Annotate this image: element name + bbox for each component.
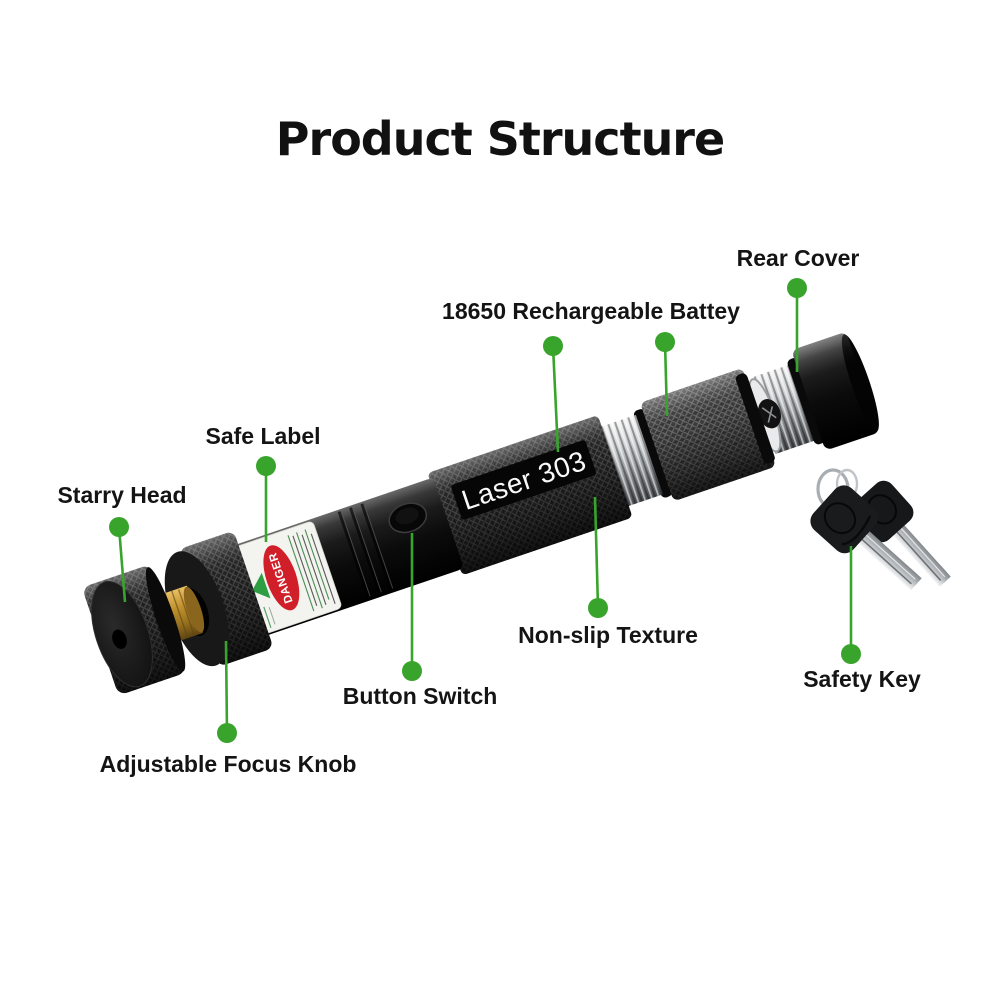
label-non-slip: Non-slip Texture: [518, 622, 698, 648]
label-safe-label: Safe Label: [205, 423, 321, 449]
callout-line-focus-knob: [224, 640, 229, 734]
callout-line-non-slip: [593, 496, 600, 609]
callout-dot-starry-head: [109, 517, 129, 537]
callout-dot-button-switch: [402, 661, 422, 681]
label-button-switch: Button Switch: [342, 683, 498, 709]
label-focus-knob: Adjustable Focus Knob: [99, 751, 357, 777]
safety-sticker: DANGER: [234, 521, 342, 634]
key-front: [810, 485, 922, 591]
label-rear-cover: Rear Cover: [736, 245, 860, 271]
aperture-hole: [112, 629, 127, 649]
callout-dot-non-slip: [588, 598, 608, 618]
page-title: Product Structure: [275, 112, 725, 166]
main-body-part: Laser 303: [428, 416, 632, 575]
callout-dot-safety-key: [841, 644, 861, 664]
callout-line-starry-head: [117, 526, 127, 603]
label-safety-key: Safety Key: [803, 666, 921, 692]
laser-pointer: Laser 303 DANGER: [84, 333, 879, 694]
barrel-grooves: [337, 503, 393, 600]
callout-dot-battery-1: [543, 336, 563, 356]
callout-dot-safe-label: [256, 456, 276, 476]
callout-dot-rear-cover: [787, 278, 807, 298]
label-starry-head: Starry Head: [57, 482, 187, 508]
battery-tube-part: [633, 369, 775, 500]
annotation-callouts: [109, 278, 861, 743]
label-battery: 18650 Rechargeable Battey: [442, 298, 740, 324]
thread-section: [599, 414, 663, 507]
callout-dot-battery-2: [655, 332, 675, 352]
sticker-arrow-icon: [252, 572, 271, 599]
starry-head-part: [84, 566, 186, 694]
callout-dot-focus-knob: [217, 723, 237, 743]
callout-line-battery-1: [551, 345, 560, 453]
rear-cover-part: [748, 333, 879, 454]
callout-line-battery-2: [663, 341, 669, 417]
safety-keys: [810, 468, 951, 591]
